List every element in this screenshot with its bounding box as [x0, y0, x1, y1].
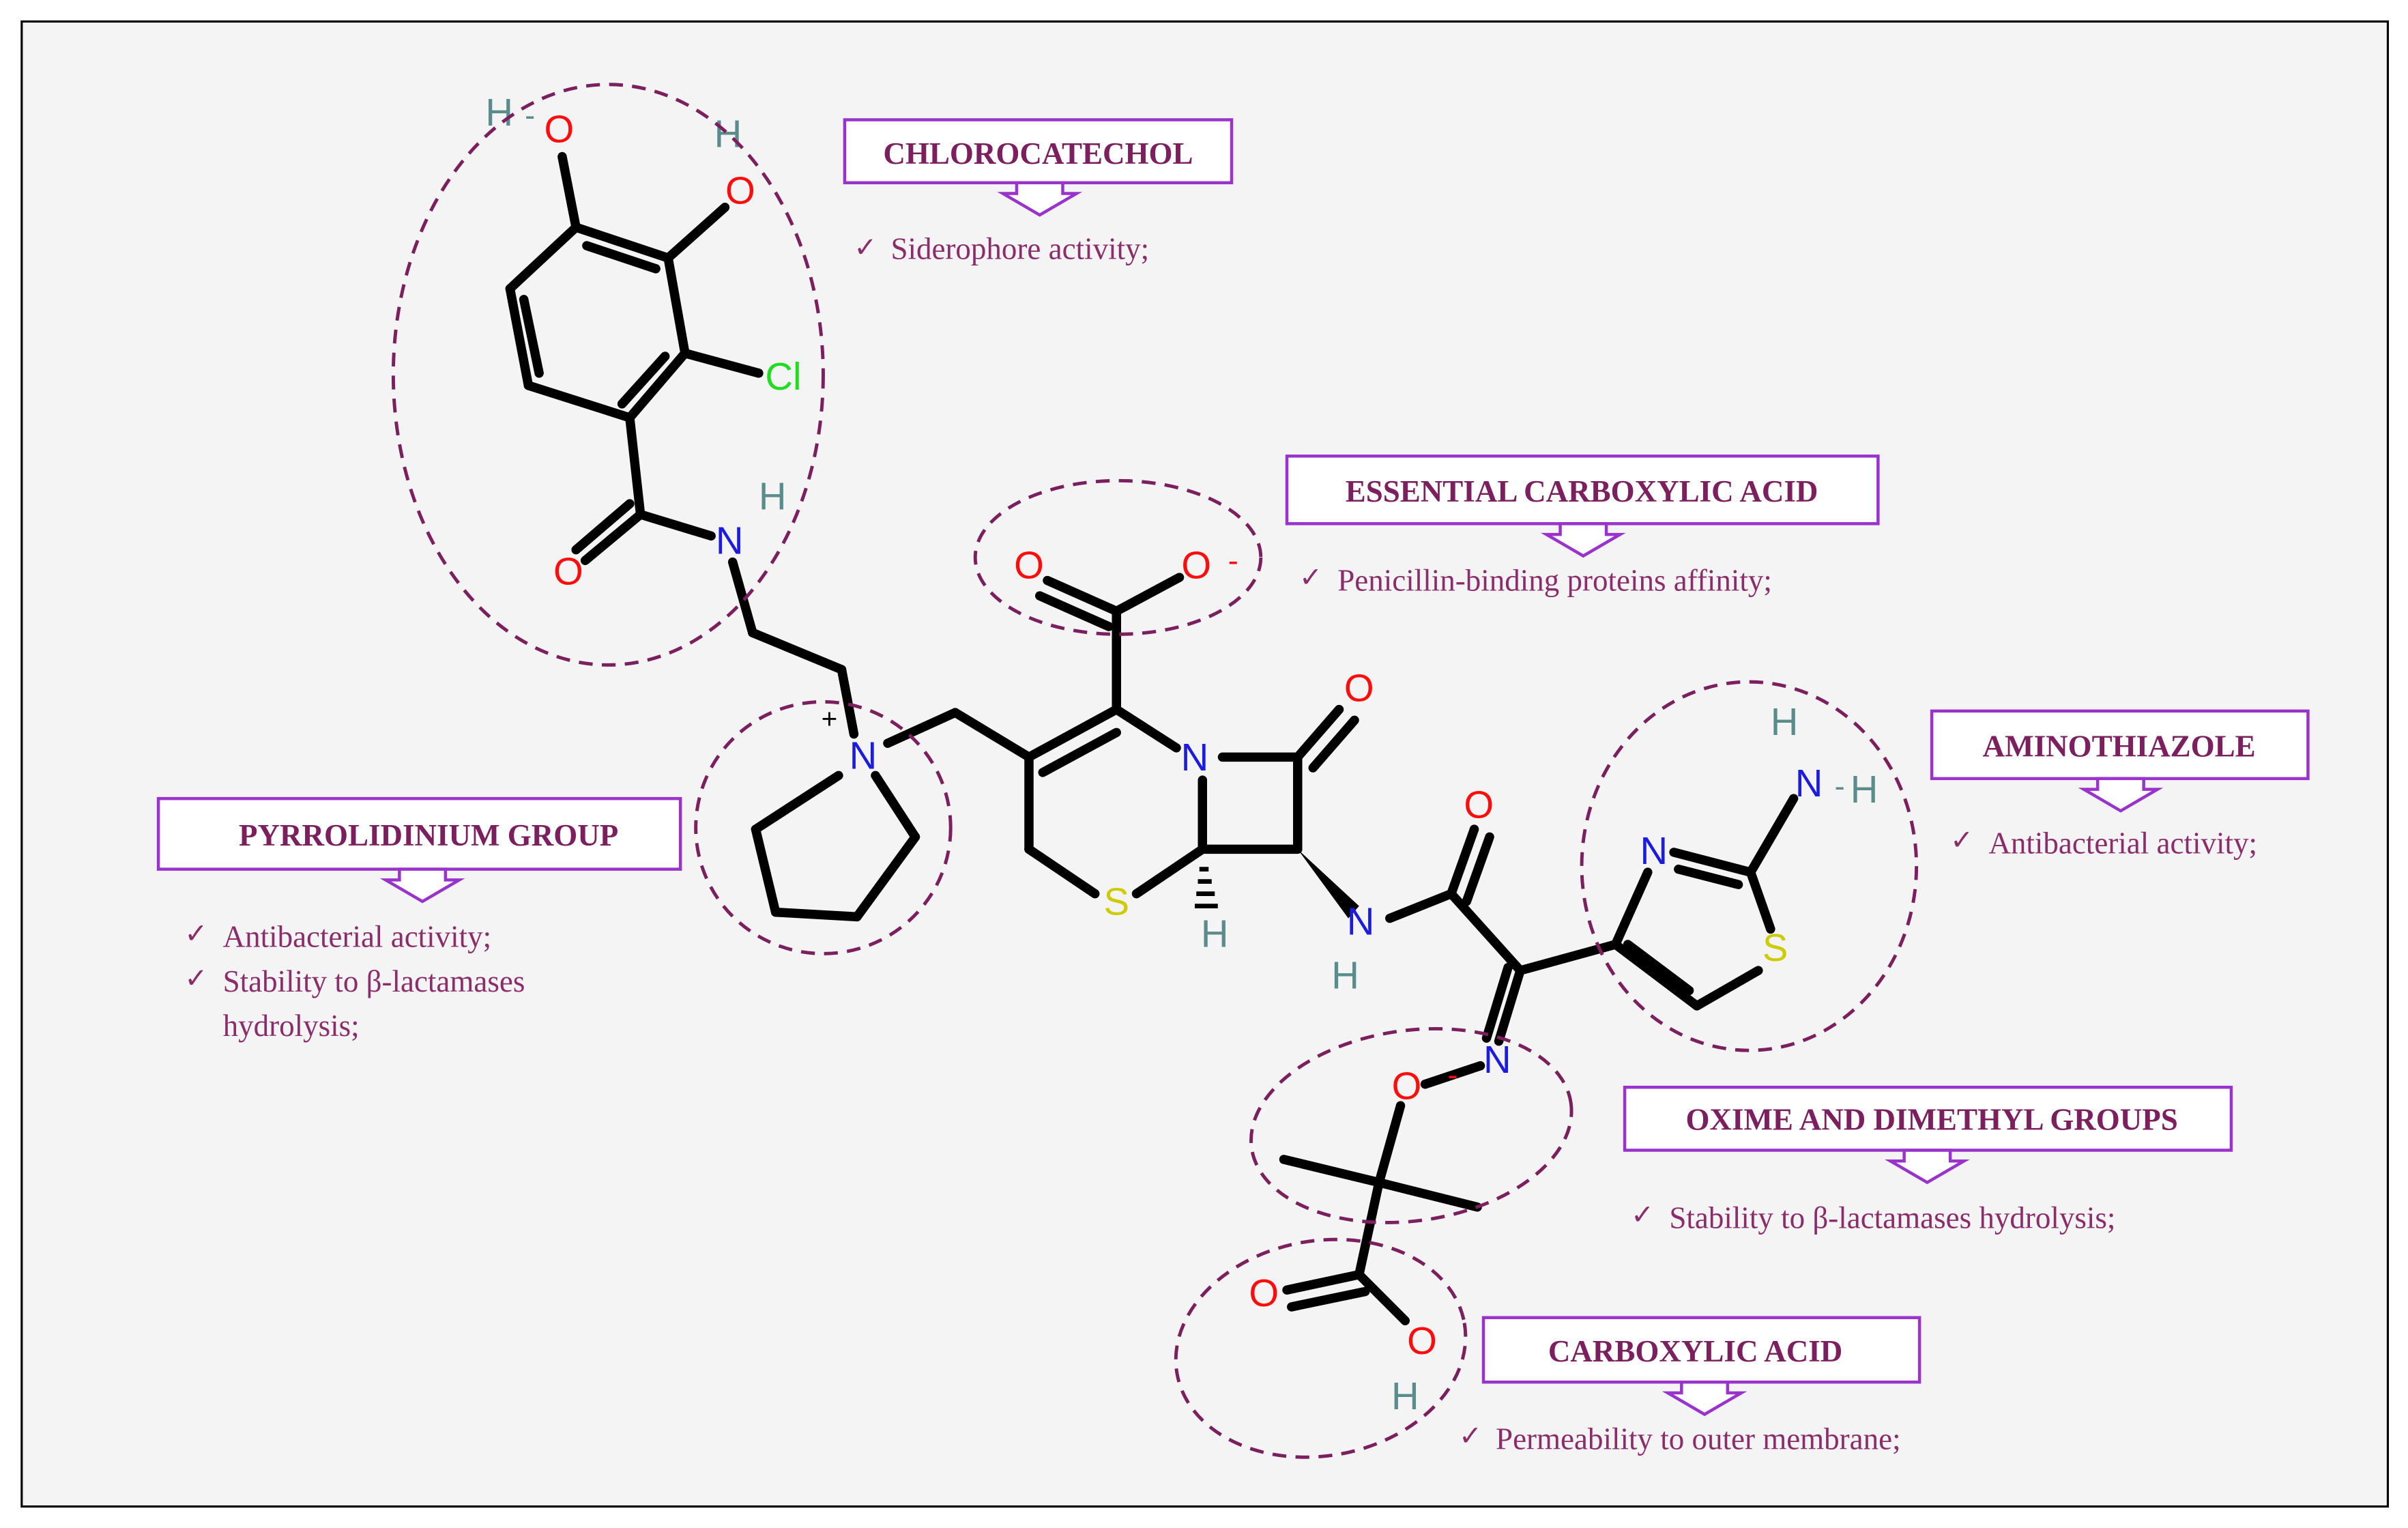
atom-n: N	[1483, 1038, 1511, 1081]
atom-o: O	[1392, 1064, 1422, 1107]
atom-plus: +	[822, 703, 838, 734]
chlorocatechol-note-1: Siderophore activity;	[890, 232, 1149, 266]
check-icon: ✓	[184, 919, 207, 949]
chlorocatechol-title: CHLOROCATECHOL	[883, 136, 1193, 171]
oval-essential-carboxylic-acid	[973, 478, 1263, 636]
atom-h: H	[1851, 768, 1878, 811]
atom-s: S	[1763, 926, 1788, 969]
pyrrolidinium-note-1: Antibacterial activity;	[223, 920, 492, 954]
atom-h: H	[1331, 953, 1359, 996]
check-icon: ✓	[854, 232, 877, 263]
atom-n-plus: N	[850, 734, 877, 777]
label-box-carboxylic-acid: CARBOXYLIC ACID	[1481, 1316, 1921, 1417]
atom-minus: -	[1835, 769, 1845, 804]
pyrrolidinium-note-3: hydrolysis;	[223, 1009, 360, 1043]
notes-chlorocatechol: ✓ Siderophore activity;	[854, 232, 1149, 266]
notes-carboxylic-acid: ✓ Permeability to outer membrane;	[1459, 1420, 1901, 1456]
atom-o: O	[1014, 544, 1044, 587]
check-icon: ✓	[1299, 562, 1322, 593]
aminothiazole-title: AMINOTHIAZOLE	[1983, 730, 2256, 764]
label-box-pyrrolidinium-group: PYRROLIDINIUM GROUP	[156, 796, 682, 904]
atom-n: N	[1347, 900, 1375, 943]
carboxylic-acid-title: CARBOXYLIC ACID	[1548, 1334, 1842, 1368]
atom-s: S	[1103, 880, 1129, 923]
oval-carboxylic-acid	[1174, 1237, 1468, 1459]
pyrrolidinium-group-title: PYRROLIDINIUM GROUP	[239, 818, 618, 852]
atom-h: H	[759, 474, 787, 517]
check-icon: ✓	[184, 963, 207, 994]
atom-labels: H - O H O Cl H N O + N O O - O N S H N H…	[485, 91, 1878, 1417]
oxime-dimethyl-note-1: Stability to β-lactamases hydrolysis;	[1669, 1200, 2115, 1235]
atom-o: O	[545, 108, 575, 151]
carboxylic-acid-note-1: Permeability to outer membrane;	[1496, 1422, 1901, 1456]
atom-h: H	[1771, 700, 1799, 743]
atom-minus: -	[1228, 543, 1238, 578]
atom-o: O	[1344, 667, 1374, 710]
atom-h: H	[714, 112, 742, 155]
pyrrolidinium-note-2: Stability to β-lactamases	[223, 964, 525, 998]
atom-minus: -	[1448, 1058, 1458, 1093]
atom-o: O	[1407, 1319, 1437, 1362]
atom-o: O	[1181, 544, 1211, 587]
oval-pyrrolidinium	[694, 700, 953, 955]
atom-n: N	[1795, 762, 1823, 805]
oval-oxime-dimethyl	[1249, 1026, 1573, 1224]
atom-o: O	[553, 550, 583, 593]
notes-aminothiazole: ✓ Antibacterial activity;	[1950, 824, 2257, 860]
oxime-dimethyl-groups-title: OXIME AND DIMETHYL GROUPS	[1685, 1102, 2177, 1136]
check-icon: ✓	[1631, 1199, 1654, 1230]
oval-chlorocatechol	[391, 83, 825, 667]
atom-h: H	[1391, 1374, 1419, 1417]
atom-cl: Cl	[765, 355, 801, 398]
atom-o: O	[1249, 1271, 1279, 1314]
oval-aminothiazole	[1580, 680, 1919, 1052]
atom-h: H	[485, 91, 513, 134]
label-box-aminothiazole: AMINOTHIAZOLE	[1930, 709, 2310, 813]
essential-carboxylic-acid-note-1: Penicillin-binding proteins affinity;	[1337, 564, 1772, 598]
molecule-bonds	[505, 152, 1799, 1325]
notes-oxime-dimethyl-groups: ✓ Stability to β-lactamases hydrolysis;	[1631, 1199, 2115, 1235]
group-highlight-ovals	[391, 83, 1919, 1459]
check-icon: ✓	[1459, 1420, 1482, 1451]
notes-pyrrolidinium-group: ✓ Antibacterial activity; ✓ Stability to…	[184, 919, 525, 1043]
atom-h: H	[1201, 912, 1229, 955]
atom-n: N	[1640, 829, 1668, 872]
essential-carboxylic-acid-title: ESSENTIAL CARBOXYLIC ACID	[1346, 474, 1818, 508]
label-box-chlorocatechol: CHLOROCATECHOL	[843, 118, 1234, 217]
label-box-oxime-dimethyl-groups: OXIME AND DIMETHYL GROUPS	[1623, 1085, 2233, 1185]
atom-n: N	[1181, 736, 1209, 779]
atom-n: N	[716, 519, 744, 562]
atom-o: O	[1464, 783, 1494, 826]
label-box-essential-carboxylic-acid: ESSENTIAL CARBOXYLIC ACID	[1285, 455, 1880, 558]
check-icon: ✓	[1950, 824, 1973, 855]
atom-o: O	[725, 169, 755, 212]
aminothiazole-note-1: Antibacterial activity;	[1988, 826, 2257, 860]
notes-essential-carboxylic-acid: ✓ Penicillin-binding proteins affinity;	[1299, 562, 1772, 598]
